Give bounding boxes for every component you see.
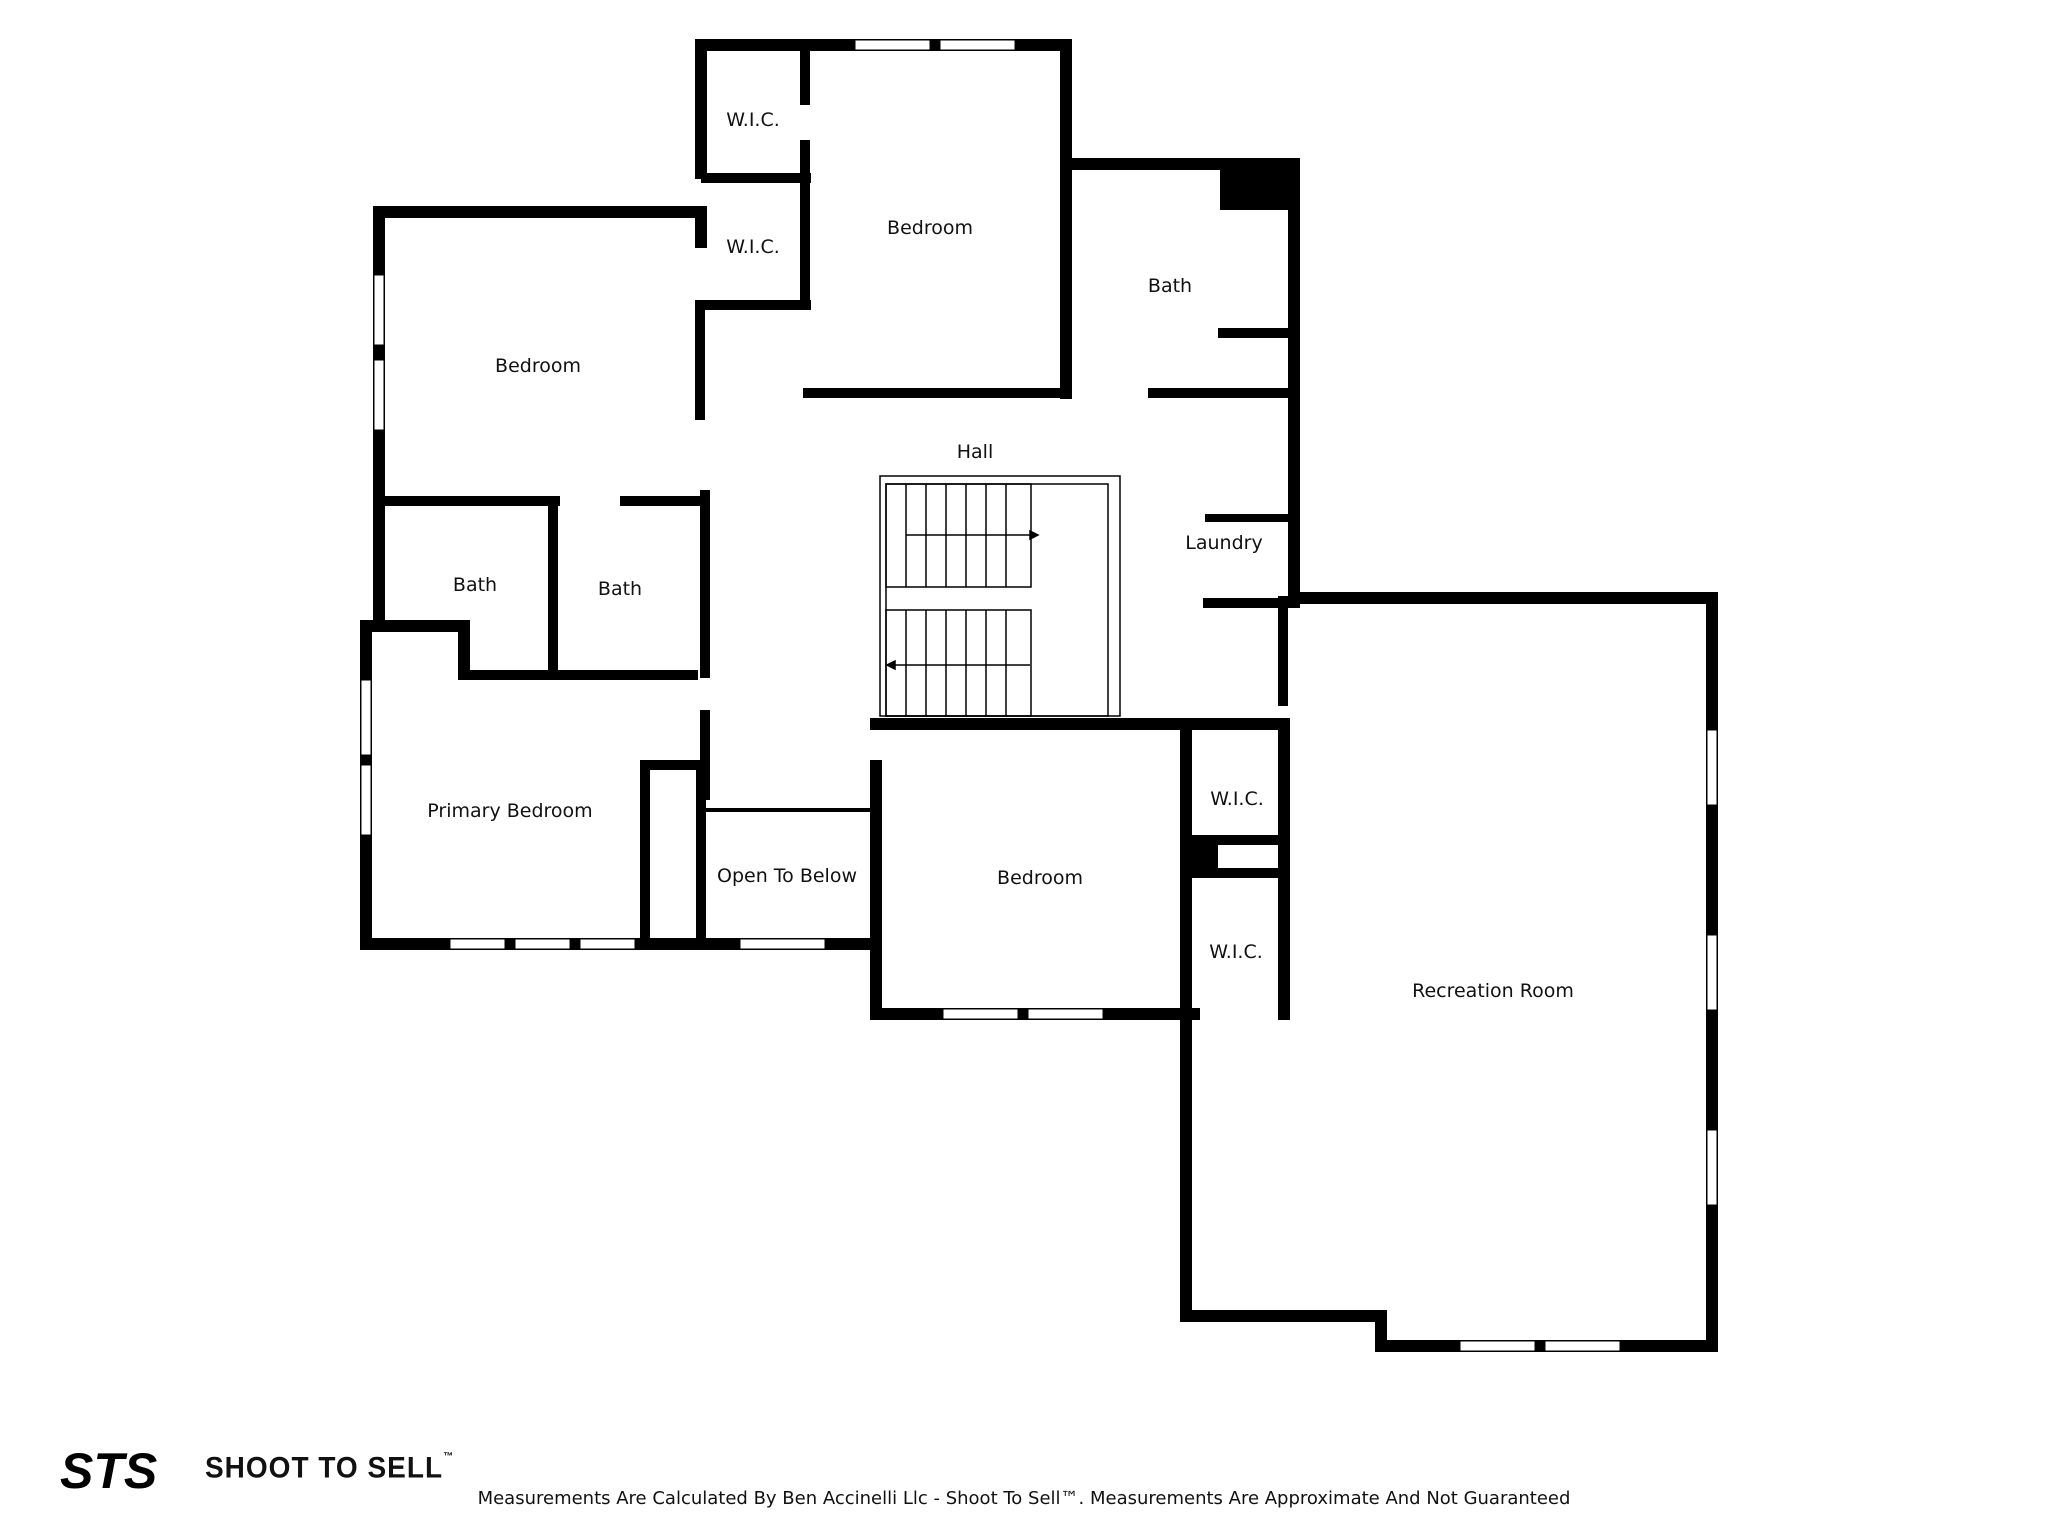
label-bath-center: Bath [598,578,642,600]
label-wic-2: W.I.C. [726,236,780,258]
label-bedroom-bottom: Bedroom [997,867,1083,889]
label-wic-4: W.I.C. [1209,941,1263,963]
label-recreation-room: Recreation Room [1412,980,1574,1002]
label-primary-bedroom: Primary Bedroom [427,800,592,822]
label-bedroom-top: Bedroom [887,217,973,239]
stairs [879,475,1121,717]
label-open-to-below: Open To Below [717,865,857,887]
label-wic-1: W.I.C. [726,109,780,131]
measurement-disclaimer: Measurements Are Calculated By Ben Accin… [477,1488,1571,1509]
logo-tm: ™ [443,1451,455,1463]
label-laundry: Laundry [1185,532,1262,554]
walls [360,39,1718,1352]
windows [360,39,1718,1352]
logo-mark-text: STS [60,1443,157,1499]
label-bath-left: Bath [453,574,497,596]
label-bedroom-left: Bedroom [495,355,581,377]
label-hall: Hall [957,441,994,463]
sts-logo-mark: STS [60,1443,157,1499]
logo-name: SHOOT TO SELL [205,1451,444,1484]
logo-wordmark: SHOOT TO SELL™ [205,1451,454,1485]
label-bath-top: Bath [1148,275,1192,297]
room-labels: W.I.C. W.I.C. Bedroom Bath Bedroom Hall … [427,109,1574,1002]
label-wic-3: W.I.C. [1210,788,1264,810]
